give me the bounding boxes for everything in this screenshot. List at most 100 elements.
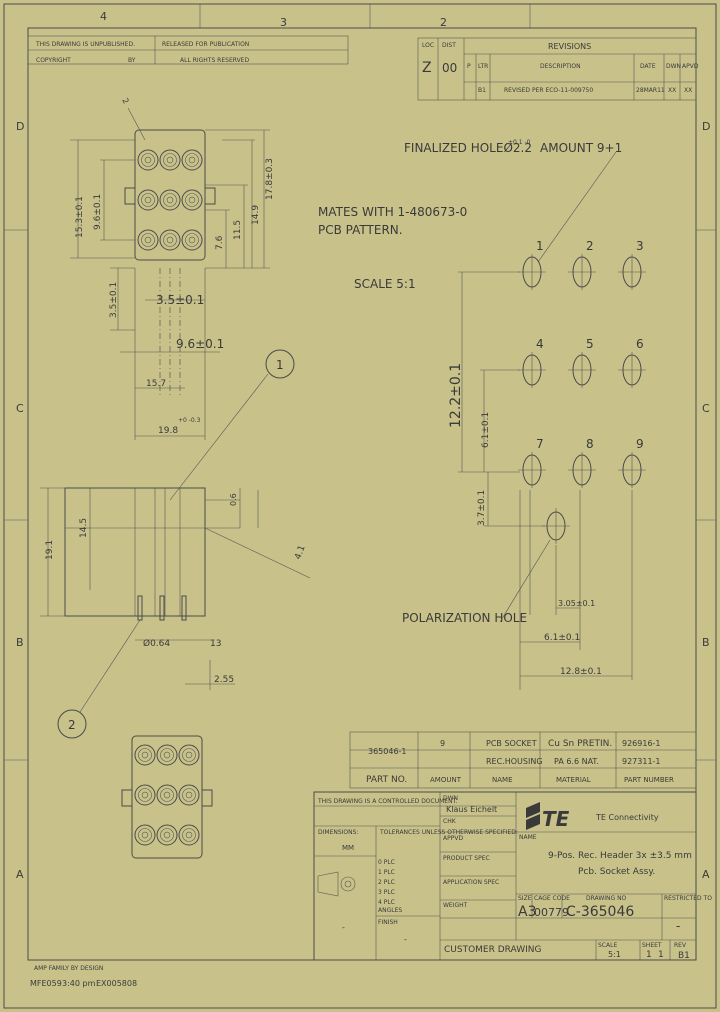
dim-11-5: 11.5 [233,220,243,240]
plc-0: 0 PLC [378,859,395,866]
rev-apvd: XX [684,87,692,94]
top-view-socket-pin [144,156,152,164]
dim-17-8: 17.8±0.3 [265,158,275,200]
bom-header-material: MATERIAL [556,776,591,784]
bottom-view-socket-pin [163,751,171,759]
top-view: 15.3±0.1 9.6±0.1 7.6 11.5 14.9 17.8±0.3 … [70,97,275,440]
zone-a-right: A [702,868,710,881]
bom-row2-material: PA 6.6 NAT. [554,757,599,766]
bottom-view-socket-inner [160,828,174,842]
product-spec: PRODUCT SPEC [443,855,490,862]
dimensions-label: DIMENSIONS: [318,829,358,836]
top-view-socket-outer [137,189,159,211]
bottom-view-socket-outer [134,744,156,766]
rev-label: REV [674,942,687,949]
cage-value: 00779 [534,906,569,919]
cage-label: CAGE CODE [534,895,570,902]
balloon-1 [265,349,295,379]
dim-15-3: 15.3±0.1 [75,196,85,238]
chk-label: CHK [443,818,457,825]
unpublished-text: THIS DRAWING IS UNPUBLISHED. [35,41,135,48]
pcb-pin-number: 5 [586,337,594,351]
top-view-socket-inner [141,193,155,207]
te-brand-name: TE Connectivity [595,813,659,822]
top-view-socket-pin [144,196,152,204]
bom-row1-partnum: 926916-1 [622,739,661,748]
top-view-socket-outer [159,229,181,251]
title-block: THIS DRAWING IS A CONTROLLED DOCUMENT. D… [313,791,712,961]
note-scale: SCALE 5:1 [354,277,416,291]
dash-mid: - [404,935,407,944]
bottom-view-socket-inner [182,788,196,802]
size-value: A3 [518,904,536,920]
dim-7-6: 7.6 [215,235,225,250]
controlled-doc: THIS DRAWING IS A CONTROLLED DOCUMENT. [317,798,458,805]
pcb-pin-number: 7 [536,437,544,451]
rev-dwn: XX [668,87,676,94]
bottom-view-socket-outer [156,784,178,806]
bottom-view-socket-outer [178,744,200,766]
by-text: BY [128,57,136,64]
zone-d-left: D [16,120,24,133]
dist-label: DIST [442,42,456,49]
top-view-socket-pin [144,236,152,244]
dim-3-5-v: 3.5±0.1 [109,282,119,318]
restricted-label: RESTRICTED TO [664,895,712,902]
bottom-view-socket-inner [160,748,174,762]
top-view-socket-inner [185,193,199,207]
bottom-view [121,735,213,859]
size-label: SIZE [518,895,532,902]
dwn-name: Klaus Eichelt [446,805,497,814]
zone-c-right: C [702,402,710,415]
plc-2: 2 PLC [378,879,395,886]
bottom-view-socket-pin [163,791,171,799]
angles-label: ANGLES [378,907,402,914]
application-spec: APPLICATION SPEC [443,879,499,886]
bottom-view-socket-pin [141,831,149,839]
pcb-pin-number: 2 [586,239,594,253]
footer-f2: 3:40 pm [62,979,96,988]
drawing-no-label: DRAWING NO [586,895,627,902]
bottom-view-socket-inner [138,788,152,802]
rev-date: 28MAR11 [636,87,665,94]
plc-1: 1 PLC [378,869,395,876]
top-view-socket-inner [141,233,155,247]
rev-col-apvd: APVD [682,63,699,70]
pcb-dim-3-05: 3.05±0.1 [558,599,595,608]
note-finalized-tol: +0.1 -0 [508,139,531,146]
zone-3: 3 [280,16,287,29]
scale-value: 5:1 [608,950,621,959]
top-view-socket-pin [166,156,174,164]
pcb-dim-6-1-h: 6.1±0.1 [544,633,580,643]
revisions-table [417,37,697,101]
loc-value: Z [422,60,432,76]
top-view-socket-pin [188,196,196,204]
rev-col-desc: DESCRIPTION [540,63,581,70]
side-view: 19.1 14.5 0.6 4.1 Ø0.64 13 2.55 [40,487,311,690]
top-view-socket-outer [159,149,181,171]
bom-header-amount: AMOUNT [430,776,462,784]
top-view-socket-inner [141,153,155,167]
top-view-socket-pin [188,236,196,244]
pcb-pin-number: 9 [636,437,644,451]
balloon-2-label: 2 [68,718,76,732]
top-view-socket-outer [181,189,203,211]
dwn-label: DWN [443,795,458,802]
footer-family: AMP FAMILY BY DESIGN [34,965,103,972]
top-view-socket-outer [137,229,159,251]
footer-f3: EX005808 [96,979,137,988]
top-view-socket-pin [188,156,196,164]
dim-13: 13 [210,639,221,649]
released-text: RELEASED FOR PUBLICATION [162,41,249,48]
bottom-view-socket-inner [138,828,152,842]
pcb-pin-number: 4 [536,337,544,351]
rev-desc: REVISED PER ECO-11-009750 [504,87,593,94]
rev-value: B1 [678,951,690,961]
zone-d-right: D [702,120,710,133]
dim-15-7: 15.7 [146,379,166,389]
bottom-view-socket-pin [185,791,193,799]
bom-table: 365046-1 9 PCB SOCKET Cu Sn PRETIN. 9269… [349,731,697,789]
note-amount: AMOUNT 9+1 [540,141,622,155]
balloon-2 [57,709,87,739]
